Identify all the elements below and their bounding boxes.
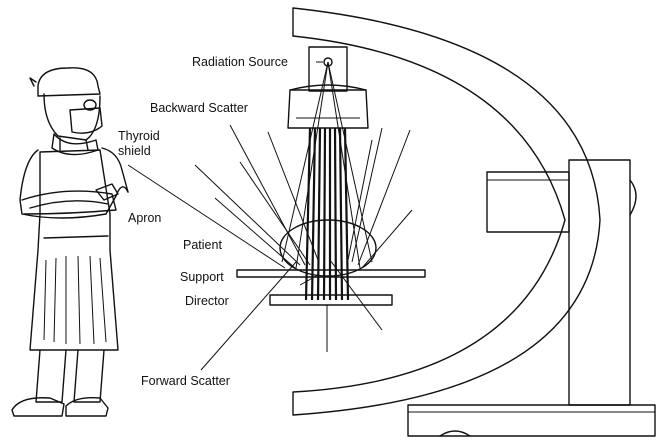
thyroid-shield-label-line2: shield xyxy=(118,144,151,158)
x-ray-tube-housing xyxy=(287,46,369,129)
director-plate xyxy=(269,294,393,352)
patient-outline xyxy=(279,219,377,277)
thyroid-shield-label-line1: Thyroid xyxy=(118,129,160,143)
staff-figure xyxy=(11,67,129,417)
central-beam-bundle xyxy=(304,127,350,301)
backward-scatter-label: Backward Scatter xyxy=(150,101,248,115)
director-label: Director xyxy=(185,294,229,308)
c-arm-frame xyxy=(292,7,601,416)
apron-label: Apron xyxy=(128,211,161,225)
patient-label: Patient xyxy=(183,238,222,252)
radiation-source-label: Radiation Source xyxy=(192,55,288,69)
backward-scatter-lines xyxy=(194,124,413,269)
forward-scatter-label: Forward Scatter xyxy=(141,374,230,388)
patient-support-table xyxy=(236,269,426,278)
leader-lines xyxy=(127,61,323,371)
c-arm-stand xyxy=(407,159,656,437)
support-label: Support xyxy=(180,270,224,284)
c-arm-connector xyxy=(486,171,570,233)
primary-beam-fan xyxy=(281,61,373,269)
